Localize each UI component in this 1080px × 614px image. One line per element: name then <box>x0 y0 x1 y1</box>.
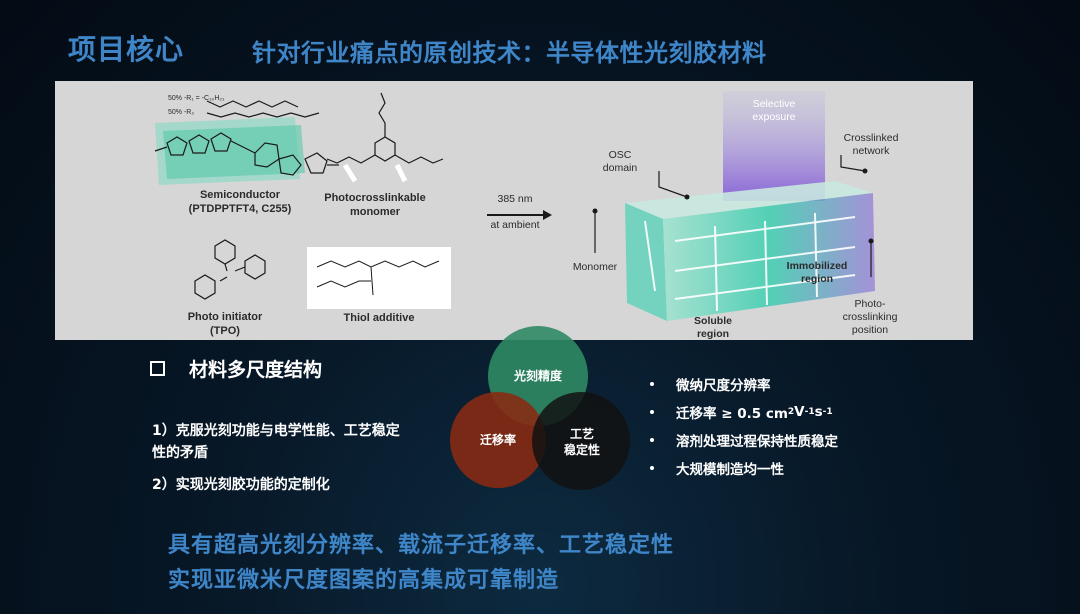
monomer-structure <box>326 92 444 183</box>
square-bullet-icon <box>150 361 165 376</box>
osc-domain-label: OSC domain <box>602 149 638 175</box>
bullet-dot-icon <box>650 382 654 386</box>
venn-circle-stability <box>532 392 630 490</box>
ambient-label: at ambient <box>490 219 540 231</box>
feature-item: 大规模制造均一性 <box>650 454 838 482</box>
exposure-beam <box>723 91 825 201</box>
r2-label: 50% -R₂ <box>168 109 195 116</box>
venn-label-stability: 工艺 稳定性 <box>563 427 600 458</box>
photo-crosslinking-label: Photo- crosslinking position <box>842 298 898 337</box>
thiol-label: Thiol additive <box>343 312 415 324</box>
venn-diagram: 光刻精度 迁移率 工艺 稳定性 <box>450 322 640 492</box>
crosslinked-block <box>625 181 875 321</box>
crosslinked-network-label: Crosslinked network <box>843 132 899 158</box>
venn-label-mobility: 迁移率 <box>479 433 516 447</box>
summary-line-1: 具有超高光刻分辨率、载流子迁移率、工艺稳定性 <box>168 533 675 558</box>
bullet-dot-icon <box>650 466 654 470</box>
semiconductor-structure <box>154 100 339 185</box>
page-title: 项目核心 <box>68 33 185 66</box>
selective-exposure-label: Selective exposure <box>752 98 796 124</box>
point-1-line-2: 性的矛盾 <box>152 445 208 461</box>
wavelength-label: 385 nm <box>497 193 533 205</box>
venn-label-precision: 光刻精度 <box>513 369 562 383</box>
summary-line-2: 实现亚微米尺度图案的高集成可靠制造 <box>168 568 560 593</box>
feature-item: 溶剂处理过程保持性质稳定 <box>650 426 838 454</box>
immobilized-region-label: Immobilized region <box>786 260 848 286</box>
point-2: 2）实现光刻胶功能的定制化 <box>152 477 330 493</box>
thiol-box <box>307 247 451 309</box>
venn-circle-mobility <box>450 392 546 488</box>
page-subtitle: 针对行业痛点的原创技术：半导体性光刻胶材料 <box>252 39 767 67</box>
soluble-region-label: Soluble region <box>694 315 732 340</box>
initiator-structure <box>194 239 266 300</box>
monomer-label: Photocrosslinkable monomer <box>324 192 426 218</box>
initiator-label: Photo initiator (TPO) <box>187 311 263 337</box>
materials-figure: 50% -R₁ = -C₁₀H₂₁ 50% -R₂ Semiconductor … <box>55 81 973 340</box>
section-heading: 材料多尺度结构 <box>150 355 322 382</box>
figure-graphics <box>154 91 875 321</box>
bullet-dot-icon <box>650 438 654 442</box>
point-1-line-1: 1）克服光刻功能与电学性能、工艺稳定 <box>152 423 400 439</box>
feature-item: 微纳尺度分辨率 <box>650 370 838 398</box>
section-heading-text: 材料多尺度结构 <box>189 359 323 381</box>
monomer-callout: Monomer <box>572 261 618 273</box>
semiconductor-label: Semiconductor (PTDPPTFT4, C255) <box>188 189 292 215</box>
bullet-dot-icon <box>650 410 654 414</box>
r1-label: 50% -R₁ = -C₁₀H₂₁ <box>168 95 225 102</box>
